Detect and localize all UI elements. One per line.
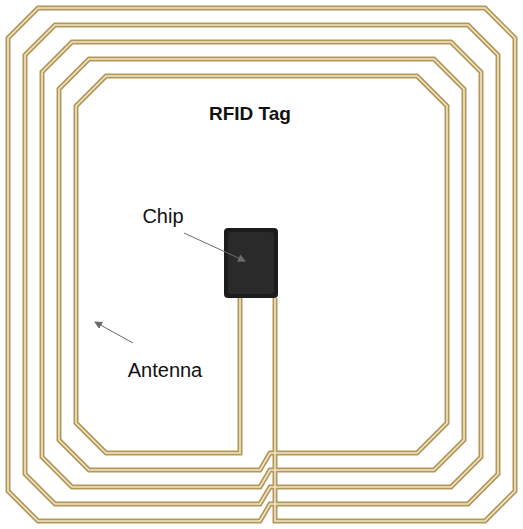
coil-highlight xyxy=(8,8,515,521)
antenna-coil xyxy=(8,8,515,521)
diagram-title: RFID Tag xyxy=(207,103,293,126)
leader-line xyxy=(184,233,245,261)
leader-line xyxy=(95,322,133,343)
part-label: Chip xyxy=(140,204,185,228)
chip-package xyxy=(224,228,278,298)
part-label: Antenna xyxy=(126,358,205,382)
coil-trace xyxy=(8,8,515,521)
chip-face xyxy=(228,232,274,294)
chip-body xyxy=(224,228,278,298)
